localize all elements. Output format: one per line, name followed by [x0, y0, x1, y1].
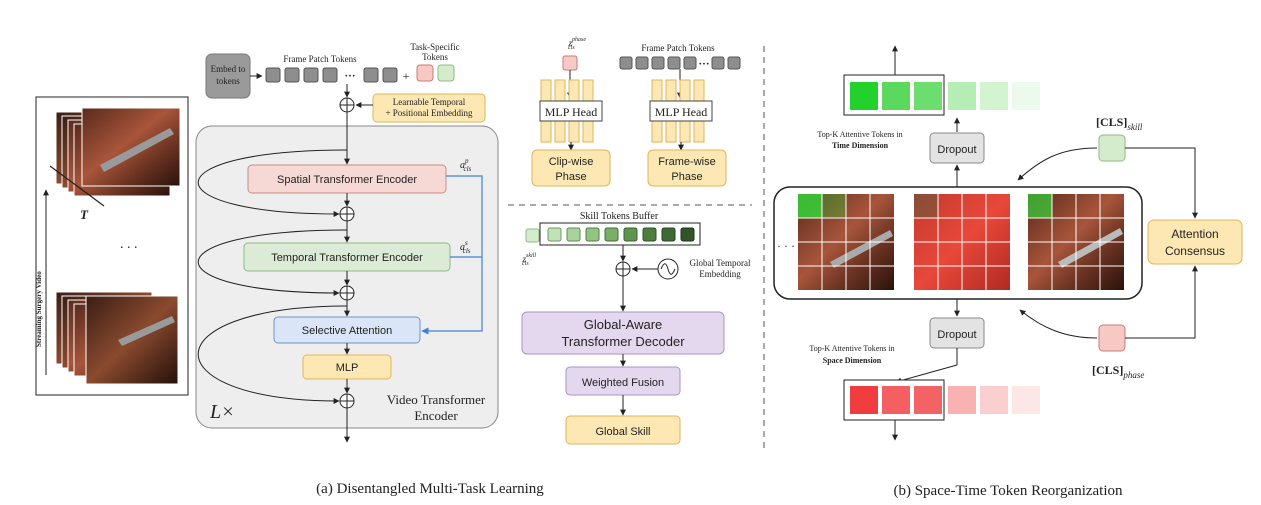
video-frame-border	[35, 96, 189, 396]
frames-ellipsis: · · ·	[777, 239, 795, 253]
phase-task-token	[416, 64, 434, 82]
spatial-encoder-label: Spatial Transformer Encoder	[277, 174, 417, 186]
caption-b: (b) Space-Time Token Reorganization	[893, 483, 1123, 499]
attention-consensus-box	[1147, 219, 1243, 265]
time-axis-line	[49, 165, 105, 207]
skill-buffer-label: Skill Tokens Buffer	[580, 211, 659, 222]
clip-phase-label-2: Phase	[555, 171, 586, 183]
clip-wise-phase-box	[531, 149, 611, 187]
dropout-bottom-label: Dropout	[937, 329, 976, 341]
skill-tokens	[547, 227, 695, 242]
cls-skill-label: [CLS]skill	[1096, 115, 1143, 132]
gte-label-2: Embedding	[699, 269, 741, 279]
residual-path-2	[197, 229, 348, 296]
residual-path-1	[197, 149, 348, 217]
frame-grid-1	[798, 194, 894, 290]
decoder-label-2: Transformer Decoder	[561, 334, 685, 349]
video-stack-bottom	[55, 291, 179, 385]
decoder-label-1: Global-Aware	[584, 317, 663, 332]
pos-embed-label-2: + Positional Embedding	[385, 108, 473, 118]
positional-embedding-box	[372, 93, 486, 123]
frame-grid-3	[1028, 194, 1124, 290]
embed-label-1: Embed to	[211, 64, 246, 74]
global-temporal-embedding-icon	[657, 258, 679, 280]
z-phase-token	[562, 55, 578, 71]
add-node-4	[339, 393, 355, 409]
tokens-ellipsis: ···	[344, 70, 355, 82]
video-stack-top	[55, 107, 181, 197]
embed-label-2: tokens	[216, 76, 240, 86]
frame-mlp-head-label: MLP Head	[655, 105, 708, 119]
task-specific-label-2: Tokens	[422, 52, 448, 62]
encoder-title-1: Video Transformer	[387, 392, 486, 407]
clip-phase-label-1: Clip-wise	[549, 156, 594, 168]
selective-attention-label: Selective Attention	[302, 325, 393, 337]
time-topk-tokens	[850, 82, 1040, 110]
add-node-1	[339, 97, 355, 113]
add-node-skill	[615, 261, 631, 277]
z-skill-token	[525, 228, 540, 243]
frame-wise-phase-box	[647, 149, 727, 187]
plus-sign: +	[403, 69, 410, 83]
clip-mlp-head-label: MLP Head	[545, 105, 598, 119]
space-time-reorganization: Top-K Attentive Tokens in Time Dimension…	[773, 45, 1243, 441]
space-topk-tokens	[850, 386, 1040, 414]
topk-time-label-2: Time Dimension	[832, 141, 889, 150]
frame-mlp-head: MLP Head	[649, 79, 713, 143]
dropout-top-box	[929, 132, 985, 164]
frame-patch-tokens	[265, 67, 398, 83]
global-skill-box	[565, 415, 681, 445]
phase-frame-tokens	[619, 56, 741, 70]
video-transformer-encoder: Embed to tokens Frame Patch Tokens ··· +…	[195, 42, 499, 443]
frame-patch-tokens-label: Frame Patch Tokens	[283, 54, 357, 64]
weighted-fusion-label: Weighted Fusion	[582, 377, 664, 389]
mlp-label: MLP	[336, 362, 359, 374]
clip-mlp-head: MLP Head	[539, 79, 603, 143]
layer-count: L×	[209, 401, 235, 423]
phase-tokens-ellipsis: ···	[698, 58, 709, 70]
add-node-3	[339, 285, 355, 301]
cls-skill-to-grid-arrow	[1017, 147, 1098, 181]
frame-phase-label-1: Frame-wise	[658, 156, 715, 168]
video-ellipsis: . . .	[120, 237, 138, 252]
cls-phase-to-consensus-arrow	[1125, 265, 1198, 339]
frame-grid-2	[914, 194, 1010, 290]
temporal-encoder-label: Temporal Transformer Encoder	[271, 252, 423, 264]
streaming-video-panel: T . . . Streaming Surgery Video	[35, 96, 189, 396]
topk-space-label-1: Top-K Attentive Tokens in	[809, 344, 894, 353]
cls-phase-to-grid-arrow	[1019, 309, 1098, 339]
topk-time-label-1: Top-K Attentive Tokens in	[817, 130, 902, 139]
cls-phase-label: [CLS]phase	[1092, 363, 1144, 380]
time-symbol: T	[80, 207, 89, 222]
surgical-instrument	[100, 128, 174, 172]
skill-buffer-box	[539, 222, 701, 246]
topk-space-label-2: Space Dimension	[823, 356, 882, 365]
cls-skill-token	[1098, 134, 1126, 162]
consensus-label-1: Attention	[1171, 227, 1218, 241]
encoder-title-2: Encoder	[414, 408, 458, 423]
phase-frame-tokens-label: Frame Patch Tokens	[641, 43, 715, 53]
pos-embed-label-1: Learnable Temporal	[393, 97, 466, 107]
gte-label-1: Global Temporal	[690, 258, 751, 268]
consensus-label-2: Consensus	[1165, 244, 1225, 258]
residual-path-3	[197, 305, 348, 404]
caption-a: (a) Disentangled Multi-Task Learning	[316, 481, 544, 497]
task-specific-label-1: Task-Specific	[410, 42, 459, 52]
cls-phase-token	[1098, 324, 1126, 352]
add-node-2	[339, 206, 355, 222]
dropout-top-label: Dropout	[937, 144, 976, 156]
global-skill-label: Global Skill	[595, 426, 650, 438]
streaming-label: Streaming Surgery Video	[35, 271, 43, 347]
cls-attention-path-phase	[421, 175, 483, 335]
skill-task-token	[437, 64, 455, 82]
frame-phase-label-2: Phase	[671, 171, 702, 183]
cls-skill-to-consensus-arrow	[1125, 147, 1198, 219]
